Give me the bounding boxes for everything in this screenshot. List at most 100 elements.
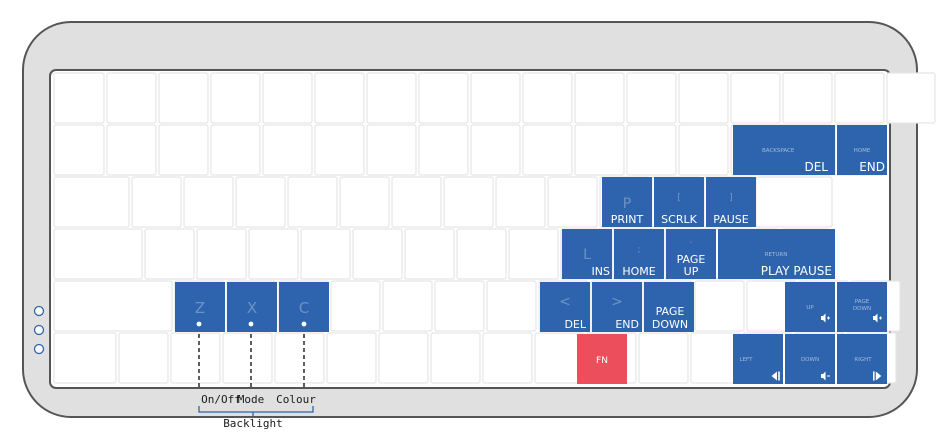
key-label: DEL (564, 318, 586, 331)
volume-up-icon (821, 313, 830, 323)
key-legend: L (583, 247, 591, 263)
blank-key (391, 176, 442, 228)
key-legend: [ (677, 193, 681, 203)
key-legend: Z (195, 299, 205, 317)
key-legend: LEFT (740, 357, 754, 363)
blank-key (131, 176, 182, 228)
key-return-play-pause[interactable]: RETURN PLAY PAUSE (718, 229, 835, 279)
key-label-line2: UP (684, 265, 699, 278)
blank-key (262, 72, 313, 124)
key-up-volume-up[interactable]: UP (785, 282, 835, 332)
blank-key (382, 280, 433, 332)
blank-key (486, 280, 537, 332)
blank-key (730, 72, 781, 124)
blank-key (547, 176, 598, 228)
key-print[interactable]: P PRINT (602, 177, 652, 227)
callout-dot-onoff (196, 321, 202, 327)
blank-key (300, 228, 351, 280)
key-label: PRINT (611, 213, 644, 226)
indicator-led-1 (33, 305, 45, 317)
blank-key (470, 72, 521, 124)
blank-key (626, 124, 677, 176)
key-legend-line1: PAGE (855, 299, 870, 305)
key-left-previous-track[interactable]: LEFT (733, 334, 783, 384)
indicator-led-3 (33, 343, 45, 355)
key-page-down[interactable]: PAGE DOWN (644, 282, 694, 332)
key-fn[interactable]: FN (577, 334, 627, 384)
key-pagedown-volume-up[interactable]: PAGE DOWN (837, 282, 887, 332)
key-label: END (615, 318, 639, 331)
volume-down-icon (821, 371, 830, 381)
blank-key (53, 280, 173, 332)
key-legend: HOME (854, 148, 871, 154)
blank-key (53, 124, 105, 176)
blank-key (678, 124, 729, 176)
key-down-volume-down[interactable]: DOWN (785, 334, 835, 384)
blank-key (106, 72, 157, 124)
key-legend: X (247, 299, 257, 317)
blank-key (470, 124, 521, 176)
key-home[interactable]: ; HOME (614, 229, 664, 279)
key-home-end[interactable]: HOME END (837, 125, 887, 175)
key-label-line1: PAGE (677, 253, 706, 266)
key-label: PLAY PAUSE (761, 264, 832, 278)
key-end[interactable]: > END (592, 282, 642, 332)
key-right-next-track[interactable]: RIGHT (837, 334, 887, 384)
key-label: HOME (622, 265, 655, 278)
blank-key (482, 332, 533, 384)
blank-key (755, 176, 833, 228)
blank-key (183, 176, 234, 228)
blank-key (158, 124, 209, 176)
callout-dot-mode (248, 321, 254, 327)
key-label-line2: DOWN (652, 318, 688, 331)
key-page-up[interactable]: ' PAGE UP (666, 229, 716, 279)
key-scrlk[interactable]: [ SCRLK (654, 177, 704, 227)
key-pause[interactable]: ] PAUSE (706, 177, 756, 227)
key-label: PAUSE (713, 213, 748, 226)
blank-key (418, 72, 469, 124)
key-ins[interactable]: L INS (562, 229, 612, 279)
label-mode: Mode (238, 393, 265, 406)
key-legend: P (623, 196, 631, 212)
key-label: INS (592, 265, 610, 278)
key-legend: ' (690, 240, 692, 248)
blank-key (626, 72, 677, 124)
blank-key (287, 176, 338, 228)
blank-key (430, 332, 481, 384)
backlight-callouts: On/Off Mode Colour Backlight (196, 321, 316, 430)
key-backspace-del[interactable]: BACKSPACE DEL (733, 125, 835, 175)
blank-key (170, 332, 221, 384)
volume-up-icon (873, 313, 882, 323)
key-legend: RIGHT (854, 357, 872, 363)
blank-key (106, 124, 157, 176)
blank-key (694, 280, 745, 332)
key-legend: C (299, 299, 309, 317)
key-label: DEL (804, 160, 828, 174)
blank-key (144, 228, 195, 280)
blank-key (378, 332, 429, 384)
blank-key (782, 72, 833, 124)
blank-key (330, 280, 381, 332)
key-legend: > (611, 294, 623, 310)
blank-key (508, 228, 559, 280)
backlight-bracket (198, 406, 314, 416)
key-label-line1: PAGE (656, 305, 685, 318)
blank-key (53, 332, 117, 384)
blank-key (339, 176, 390, 228)
blank-key (690, 332, 741, 384)
key-legend: ; (637, 245, 640, 255)
blank-key (274, 332, 325, 384)
blank-key (834, 72, 885, 124)
blank-key (574, 72, 625, 124)
key-label: END (859, 160, 885, 174)
key-label: FN (596, 356, 608, 366)
blank-key (366, 124, 417, 176)
key-del[interactable]: < DEL (540, 282, 590, 332)
blank-key (574, 124, 625, 176)
blank-key (196, 228, 247, 280)
key-legend: BACKSPACE (762, 148, 795, 154)
key-legend: DOWN (801, 357, 819, 363)
label-onoff: On/Off (201, 393, 241, 406)
blank-key (522, 124, 573, 176)
blank-key (53, 228, 143, 280)
